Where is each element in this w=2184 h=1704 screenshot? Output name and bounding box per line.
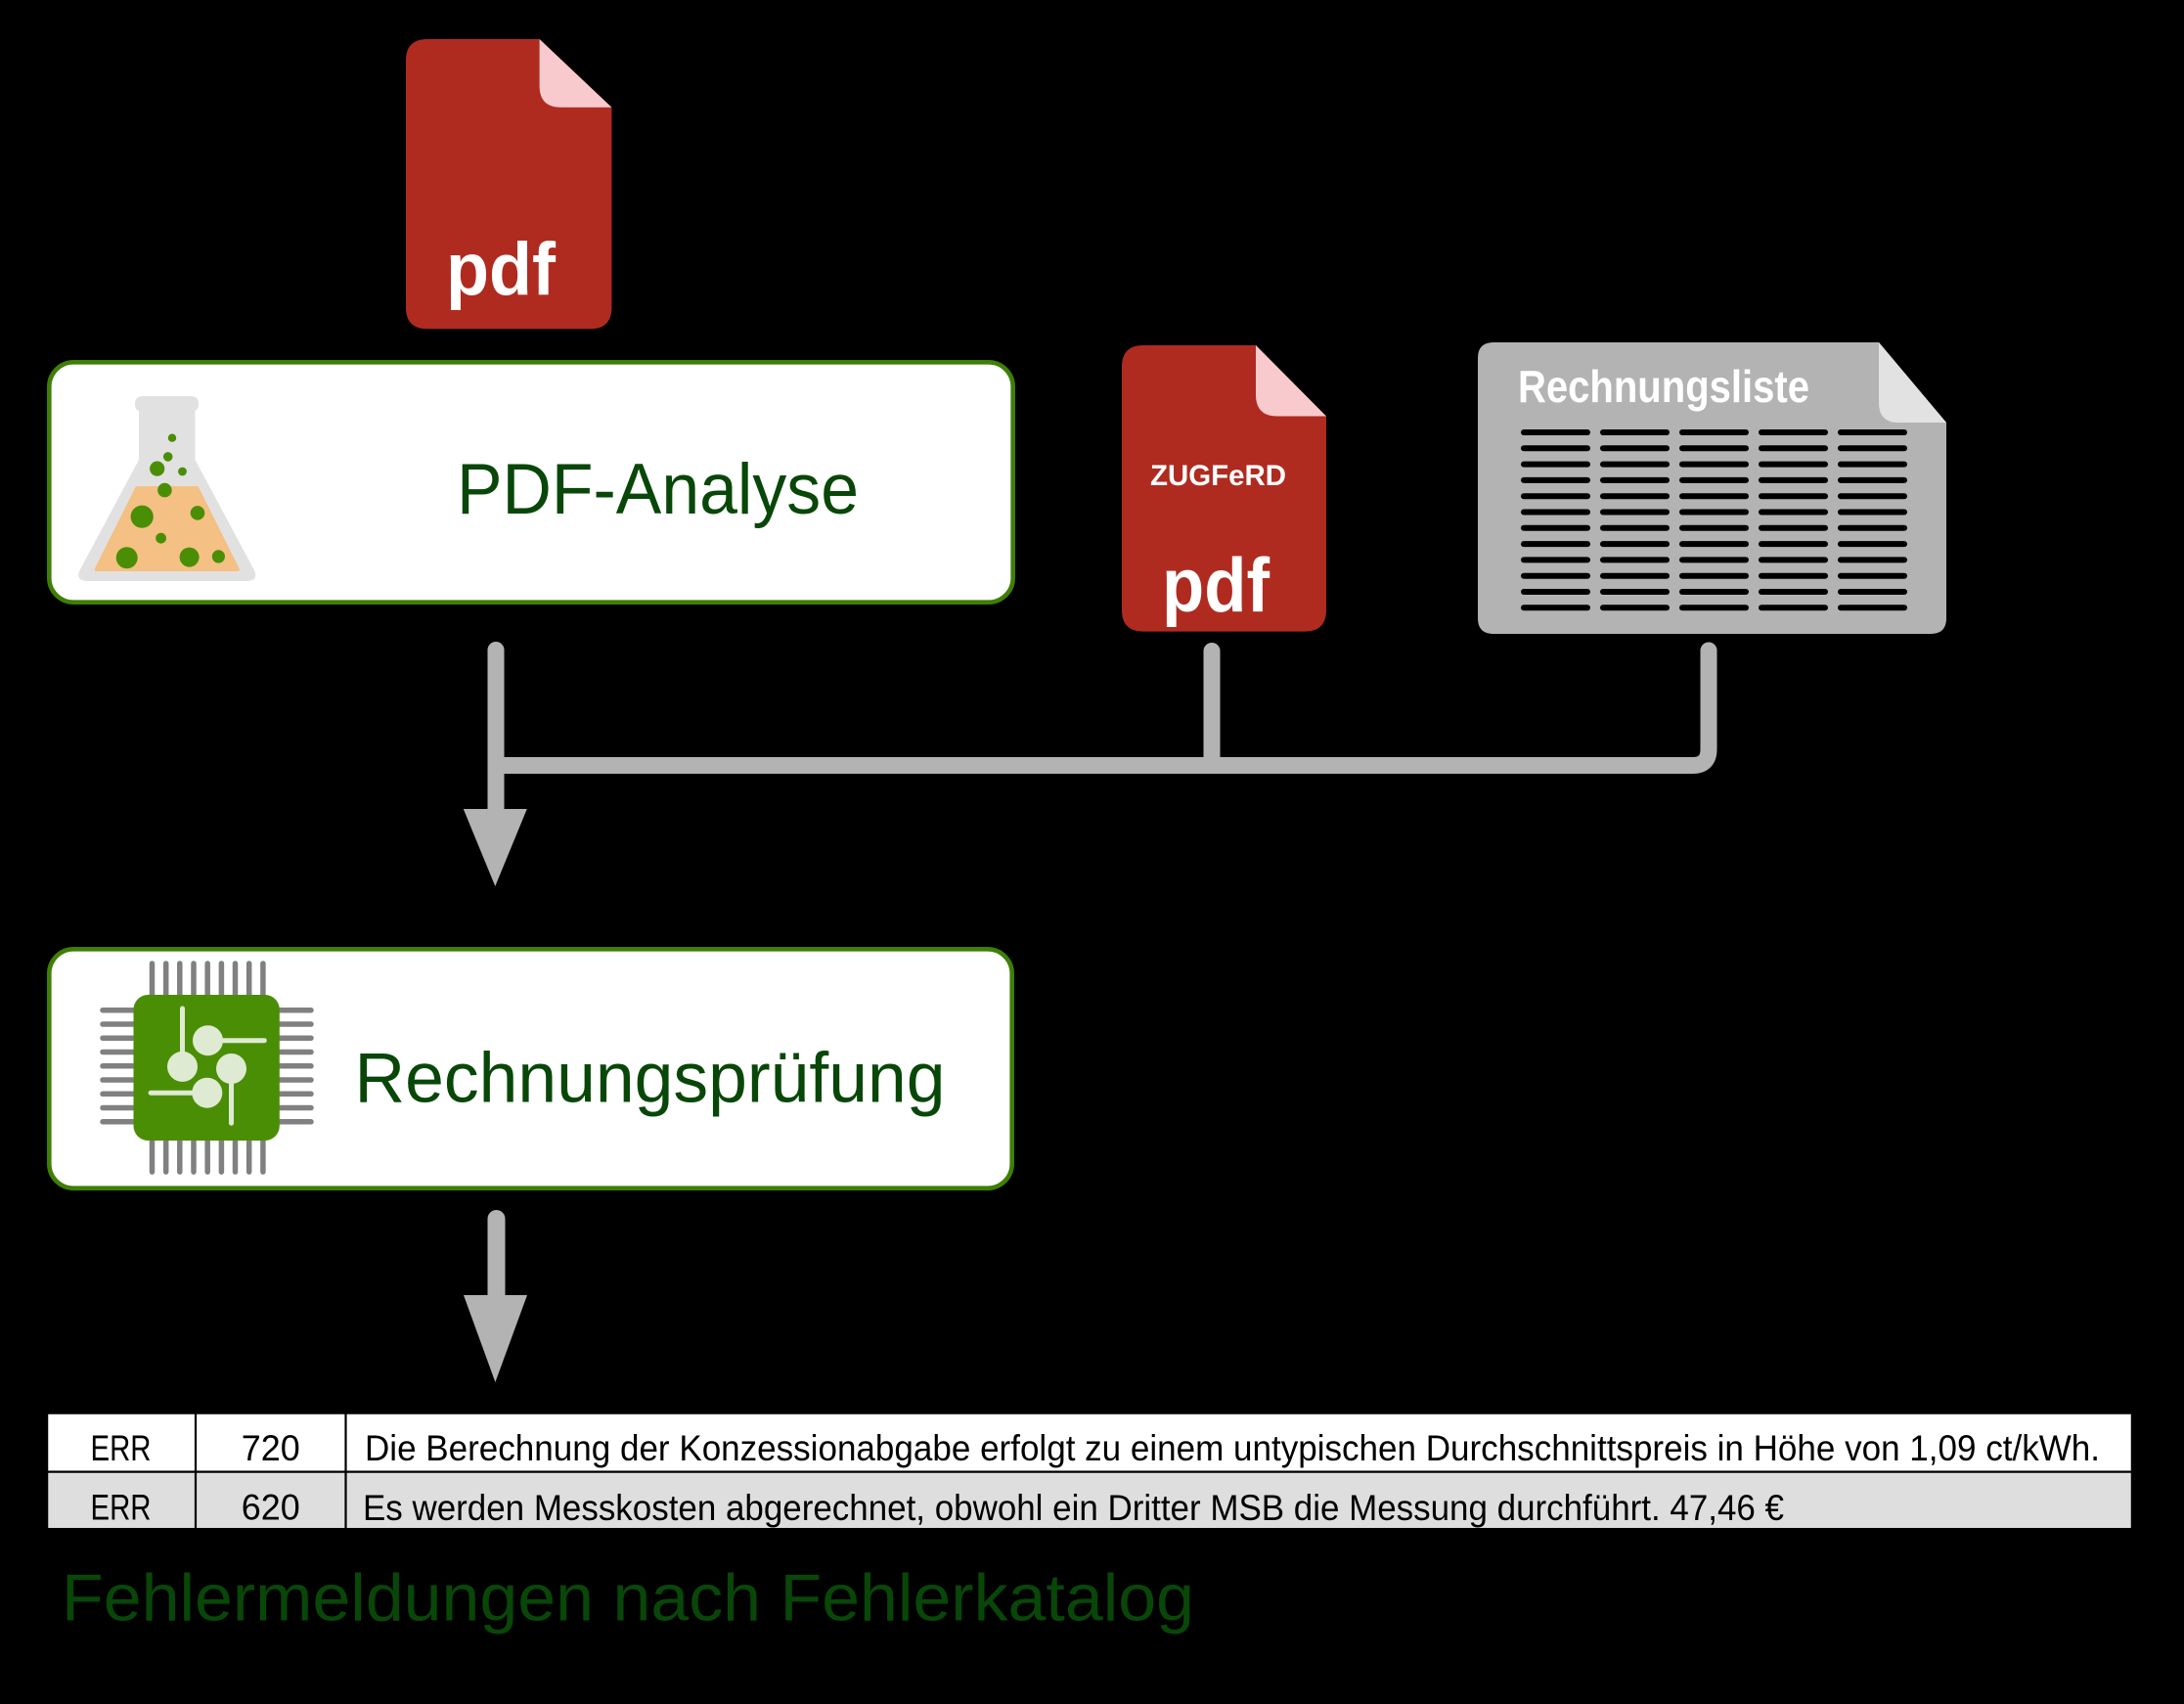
svg-text:ZUGFeRD: ZUGFeRD xyxy=(1150,460,1286,492)
svg-text:Fehlermeldungen nach Fehlerkat: Fehlermeldungen nach Fehlerkatalog xyxy=(62,1561,1194,1636)
svg-text:ERR: ERR xyxy=(91,1487,152,1528)
svg-text:pdf: pdf xyxy=(1162,542,1270,628)
svg-text:Es werden Messkosten abgerechn: Es werden Messkosten abgerechnet, obwohl… xyxy=(363,1487,1784,1528)
svg-text:620: 620 xyxy=(242,1487,300,1528)
svg-text:Rechnungsliste: Rechnungsliste xyxy=(1518,361,1809,412)
svg-text:ERR: ERR xyxy=(91,1427,152,1468)
svg-text:PDF-Analyse: PDF-Analyse xyxy=(457,450,859,529)
svg-text:pdf: pdf xyxy=(446,228,557,311)
svg-text:Rechnungsprüfung: Rechnungsprüfung xyxy=(355,1040,946,1118)
svg-text:Die Berechnung der Konzessiona: Die Berechnung der Konzessionabgabe erfo… xyxy=(365,1427,2100,1468)
svg-text:720: 720 xyxy=(242,1427,300,1468)
